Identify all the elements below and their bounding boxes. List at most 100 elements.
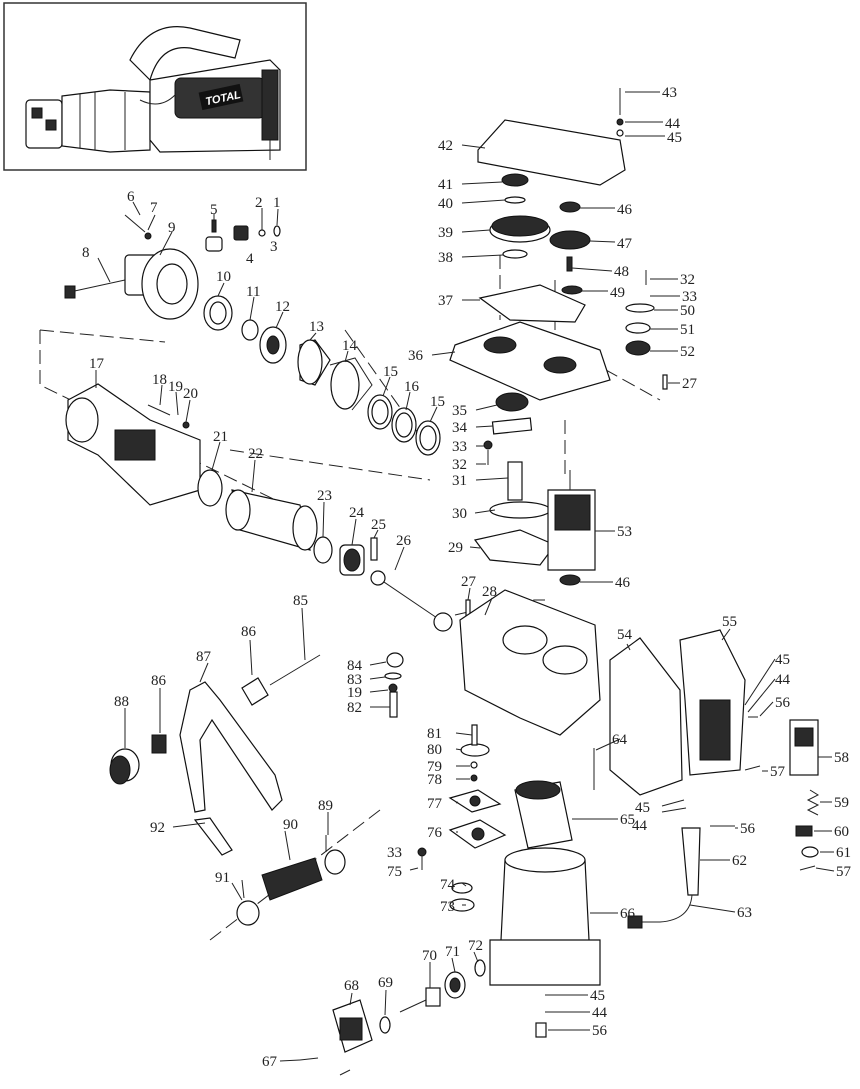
part-label-54: 54 (617, 627, 633, 643)
part-label-73: 73 (440, 899, 455, 915)
part-label-87: 87 (196, 649, 212, 665)
part-label-75: 75 (387, 864, 402, 880)
part-label-8: 8 (82, 245, 90, 261)
part-label-25: 25 (371, 517, 386, 533)
part-label-27b: 27 (682, 376, 698, 392)
part-label-41: 41 (438, 177, 453, 193)
part-label-84: 84 (347, 658, 363, 674)
part-label-45d: 45 (590, 988, 605, 1004)
part-label-67: 67 (262, 1054, 278, 1070)
part-label-88: 88 (114, 694, 129, 710)
part-label-3: 3 (270, 239, 278, 255)
part-label-86b: 86 (151, 673, 167, 689)
part-label-57b: 57 (836, 864, 852, 880)
part-label-34: 34 (452, 420, 468, 436)
part-label-59: 59 (834, 795, 849, 811)
part-label-37: 37 (438, 293, 454, 309)
part-label-6: 6 (127, 189, 135, 205)
part-label-36: 36 (408, 348, 424, 364)
part-label-22: 22 (248, 446, 263, 462)
leader-lines (95, 91, 835, 1062)
part-label-11: 11 (246, 284, 260, 300)
part-label-49: 49 (610, 285, 625, 301)
part-label-68: 68 (344, 978, 359, 994)
part-label-50: 50 (680, 303, 695, 319)
part-label-91: 91 (215, 870, 230, 886)
part-label-70: 70 (422, 948, 437, 964)
inset-tool-illustration: TOTAL (3, 2, 307, 171)
part-label-65: 65 (620, 812, 635, 828)
part-label-33b: 33 (682, 289, 697, 305)
part-label-56c: 56 (592, 1023, 608, 1039)
part-label-45: 45 (667, 130, 682, 146)
part-label-56: 56 (775, 695, 791, 711)
part-label-35: 35 (452, 403, 467, 419)
part-label-53: 53 (617, 524, 632, 540)
part-label-92: 92 (150, 820, 165, 836)
part-label-45c: 45 (635, 800, 650, 816)
part-label-31: 31 (452, 473, 467, 489)
part-label-83: 83 (347, 672, 362, 688)
part-label-9: 9 (168, 220, 176, 236)
part-label-62: 62 (732, 853, 747, 869)
part-label-15b: 15 (430, 394, 445, 410)
part-label-45b: 45 (775, 652, 790, 668)
part-label-44: 44 (665, 116, 681, 132)
part-number-labels: 1 2 3 4 5 6 7 8 9 10 11 12 13 14 15 16 1… (82, 85, 852, 1070)
part-label-64: 64 (612, 732, 628, 748)
part-label-24: 24 (349, 505, 365, 521)
part-label-19b: 19 (347, 685, 362, 701)
part-label-1: 1 (273, 195, 281, 211)
part-label-33: 33 (452, 439, 467, 455)
part-label-60: 60 (834, 824, 849, 840)
part-label-74: 74 (440, 877, 456, 893)
part-label-26: 26 (396, 533, 412, 549)
part-label-10: 10 (216, 269, 231, 285)
part-label-16: 16 (404, 379, 420, 395)
part-label-20: 20 (183, 386, 198, 402)
part-label-7: 7 (150, 200, 158, 216)
part-label-14: 14 (342, 338, 358, 354)
part-label-4: 4 (246, 251, 254, 267)
part-label-89: 89 (318, 798, 333, 814)
part-label-33c: 33 (387, 845, 402, 861)
part-label-78: 78 (427, 772, 442, 788)
part-label-27: 27 (461, 574, 477, 590)
part-label-58: 58 (834, 750, 849, 766)
part-label-57: 57 (770, 764, 786, 780)
part-label-71: 71 (445, 944, 460, 960)
part-label-29: 29 (448, 540, 463, 556)
part-label-43: 43 (662, 85, 677, 101)
part-label-55: 55 (722, 614, 737, 630)
part-label-12: 12 (275, 299, 290, 315)
part-label-80: 80 (427, 742, 442, 758)
part-label-63: 63 (737, 905, 752, 921)
part-label-90: 90 (283, 817, 298, 833)
part-label-40: 40 (438, 196, 453, 212)
part-label-46b: 46 (615, 575, 631, 591)
part-label-19: 19 (168, 379, 183, 395)
part-label-46: 46 (617, 202, 633, 218)
part-label-44d: 44 (592, 1005, 608, 1021)
part-label-39: 39 (438, 225, 453, 241)
part-label-48: 48 (614, 264, 629, 280)
part-label-13: 13 (309, 319, 324, 335)
part-label-32: 32 (452, 457, 467, 473)
part-label-72: 72 (468, 938, 483, 954)
part-label-28: 28 (482, 584, 497, 600)
part-label-77: 77 (427, 796, 443, 812)
part-label-17: 17 (89, 356, 105, 372)
part-label-38: 38 (438, 250, 453, 266)
part-shapes (64, 88, 820, 1076)
part-label-2: 2 (255, 195, 263, 211)
part-label-30: 30 (452, 506, 467, 522)
part-label-51: 51 (680, 322, 695, 338)
part-label-5: 5 (210, 202, 218, 218)
part-label-61: 61 (836, 845, 851, 861)
part-label-18: 18 (152, 372, 167, 388)
part-label-66: 66 (620, 906, 636, 922)
part-label-15: 15 (383, 364, 398, 380)
part-label-42: 42 (438, 138, 453, 154)
part-label-56b: 56 (740, 821, 756, 837)
